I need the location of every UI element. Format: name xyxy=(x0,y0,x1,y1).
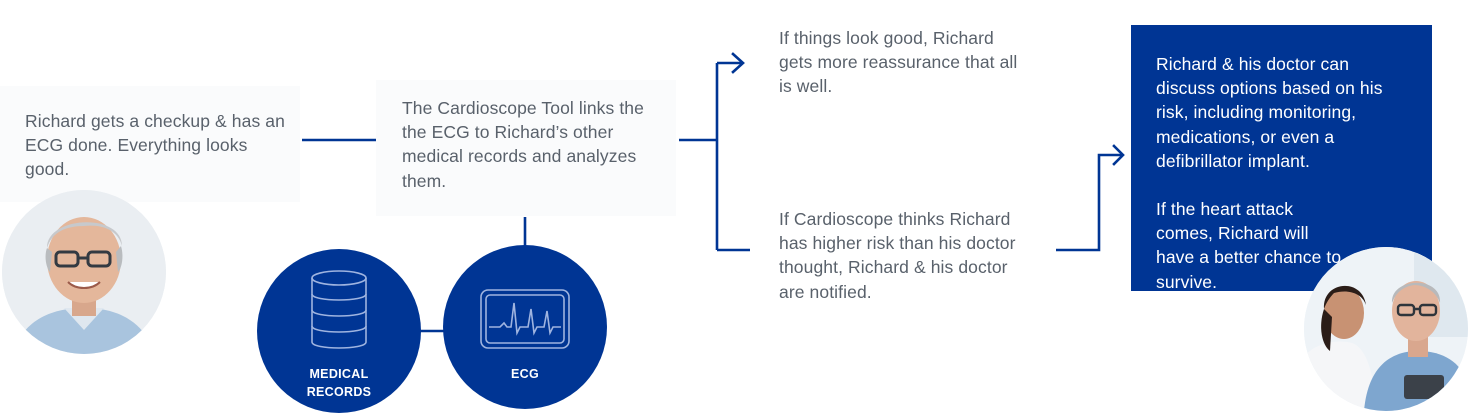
records-label: MEDICAL RECORDS xyxy=(307,365,372,401)
ecg-monitor-icon xyxy=(480,289,570,349)
step2-card xyxy=(376,80,676,216)
arrow-right-icon xyxy=(731,52,745,74)
final-outcome-box: Richard & his doctor can discuss options… xyxy=(1131,25,1432,292)
medical-records-circle: MEDICAL RECORDS xyxy=(257,249,421,413)
step2-text: The Cardioscope Tool links the the ECG t… xyxy=(402,98,644,191)
step1-text: Richard gets a checkup & has an ECG done… xyxy=(25,111,285,180)
database-icon xyxy=(311,270,367,349)
man-portrait-photo xyxy=(2,190,166,354)
ecg-circle: ECG xyxy=(443,245,607,409)
step1-card xyxy=(0,86,300,202)
records-label-line2: RECORDS xyxy=(306,385,372,399)
final-para1: Richard & his doctor can discuss options… xyxy=(1156,54,1383,171)
outcome-good-text: If things look good, Richard gets more r… xyxy=(779,28,1018,97)
connector-risk-final xyxy=(1056,153,1122,252)
ecg-label: ECG xyxy=(511,367,539,381)
doctor-patient-photo xyxy=(1304,247,1468,411)
arrow-right-icon xyxy=(1112,144,1125,166)
final-para2: If the heart attack comes, Richard will … xyxy=(1156,199,1342,292)
records-label-line1: MEDICAL xyxy=(309,367,369,381)
outcome-risk-text: If Cardioscope thinks Richard has higher… xyxy=(779,209,1016,302)
